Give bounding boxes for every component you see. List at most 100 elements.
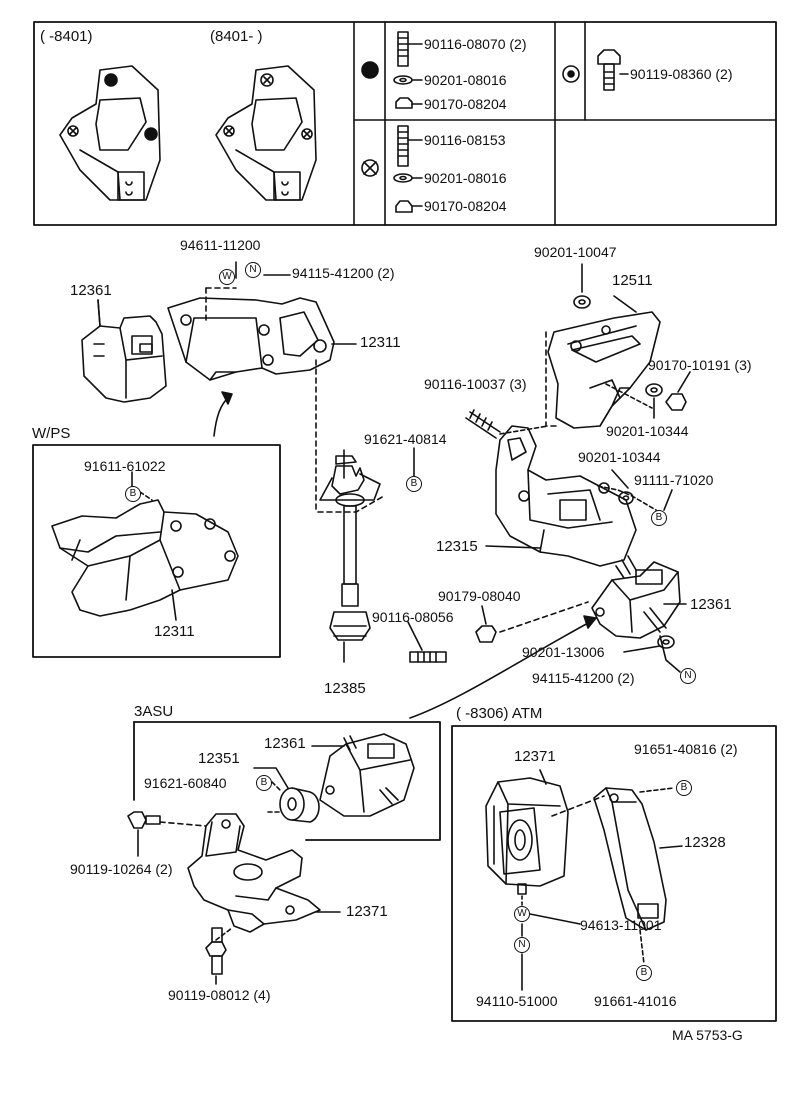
washer-icon (657, 635, 675, 649)
leader-line (139, 491, 153, 501)
leader-line (481, 605, 487, 625)
callout: 94115-41200 (2) (292, 265, 395, 281)
stud-bolt-icon (465, 409, 501, 439)
bolt-symbol-b: B (406, 476, 422, 492)
callout: 90201-10344 (578, 449, 661, 465)
legend-nut-icon (395, 200, 423, 213)
legend-part: 90170-08204 (424, 198, 507, 214)
bolt-symbol-b: B (256, 775, 272, 791)
nut-symbol-n: N (514, 937, 530, 953)
diagram-code: MA 5753-G (672, 1027, 743, 1043)
callout: 12361 (264, 735, 306, 752)
section-title-wps: W/PS (32, 425, 71, 442)
callout: 90116-08056 (372, 609, 454, 625)
callout: 90201-13006 (522, 644, 605, 660)
leader-line (253, 767, 289, 789)
leader-line (659, 635, 681, 673)
washer-icon (573, 295, 591, 309)
leader-line (605, 383, 653, 409)
nut-symbol-n: N (245, 262, 261, 278)
circle-x-icon (67, 125, 79, 137)
wps-bracket-12311 (51, 499, 239, 617)
circle-x-icon (361, 159, 379, 177)
callout: 91611-61022 (84, 458, 166, 474)
solid-dot-icon (144, 127, 158, 141)
leader-line (663, 489, 673, 511)
leader-line (611, 469, 629, 489)
legend-part: 90201-08016 (424, 170, 507, 186)
callout: 90116-10037 (3) (424, 376, 527, 392)
leader-line (623, 645, 661, 653)
legend-stud-icon (397, 31, 423, 67)
bracket-12511 (547, 311, 661, 429)
nut-icon (475, 625, 497, 643)
flange-bolt-icon (127, 811, 161, 829)
legend-part: 90116-08153 (424, 132, 506, 148)
legend-header-left: ( -8401) (40, 28, 93, 45)
arrow (409, 621, 591, 719)
callout: 12511 (612, 272, 653, 289)
washer-icon (618, 491, 634, 505)
callout: 12311 (360, 334, 401, 351)
engine-mount-insulator-12361-mid (591, 555, 681, 639)
callout: 90170-10191 (3) (648, 357, 752, 373)
bolt-symbol-b: B (636, 965, 652, 981)
asu-insulator-12361 (319, 733, 415, 817)
callout: 91661-41016 (594, 993, 677, 1009)
nut-symbol-n: N (680, 668, 696, 684)
leader-line (267, 781, 281, 813)
leader-line (639, 929, 645, 965)
leader-line (529, 913, 581, 925)
engine-mount-bracket-12311-top (167, 297, 335, 381)
leader-line (659, 845, 683, 849)
flange-bolt-icon (205, 927, 227, 975)
legend-washer-icon (393, 75, 423, 85)
leader-line (97, 299, 101, 327)
leader-line (499, 601, 589, 633)
mount-bracket-12371-bottom (187, 813, 321, 933)
callout: 12351 (198, 750, 240, 767)
legend-nut-icon (395, 97, 423, 109)
leader-line (499, 425, 549, 435)
callout: 91621-40814 (364, 431, 447, 447)
leader-line (215, 927, 233, 941)
leader-line (159, 821, 207, 827)
section-title-atm: ( -8306) ATM (456, 705, 543, 722)
callout: 12315 (436, 538, 478, 555)
callout: 94613-11001 (580, 917, 662, 933)
leader-line (171, 589, 177, 621)
callout: 91651-40816 (2) (634, 741, 738, 757)
callout: 91621-60840 (144, 775, 227, 791)
legend-part: 90170-08204 (424, 96, 507, 112)
leader-line (613, 295, 637, 313)
solid-dot-icon (361, 61, 379, 79)
legend-bolt-icon (597, 49, 629, 91)
legend-table (33, 21, 777, 226)
bolt-symbol-b: B (125, 486, 141, 502)
ring-dot-icon (562, 65, 580, 83)
bolt-symbol-b: B (676, 780, 692, 796)
leader-line (407, 621, 423, 651)
callout: 12371 (514, 748, 556, 765)
atm-bracket-12328 (593, 787, 667, 931)
leader-line (597, 485, 657, 511)
leader-line (639, 787, 675, 793)
callout: 12385 (324, 680, 366, 697)
asu-box (133, 721, 441, 841)
leader-line (545, 331, 561, 427)
nut-icon (665, 393, 687, 411)
atm-box (451, 725, 777, 1022)
callout: 91111-71020 (634, 472, 714, 488)
arrow-head (221, 391, 233, 405)
legend-part: 90119-08360 (2) (630, 66, 733, 82)
engine-mount-insulator-12361-top (81, 299, 167, 403)
washer-icon (645, 383, 663, 397)
bracket-12315 (495, 425, 637, 567)
legend-header-right: (8401- ) (210, 28, 263, 45)
legend-washer-icon (393, 173, 423, 183)
leader-line (485, 545, 541, 549)
washer-symbol-w: W (514, 906, 530, 922)
section-title-3asu: 3ASU (134, 703, 174, 720)
leader-line (539, 769, 547, 785)
